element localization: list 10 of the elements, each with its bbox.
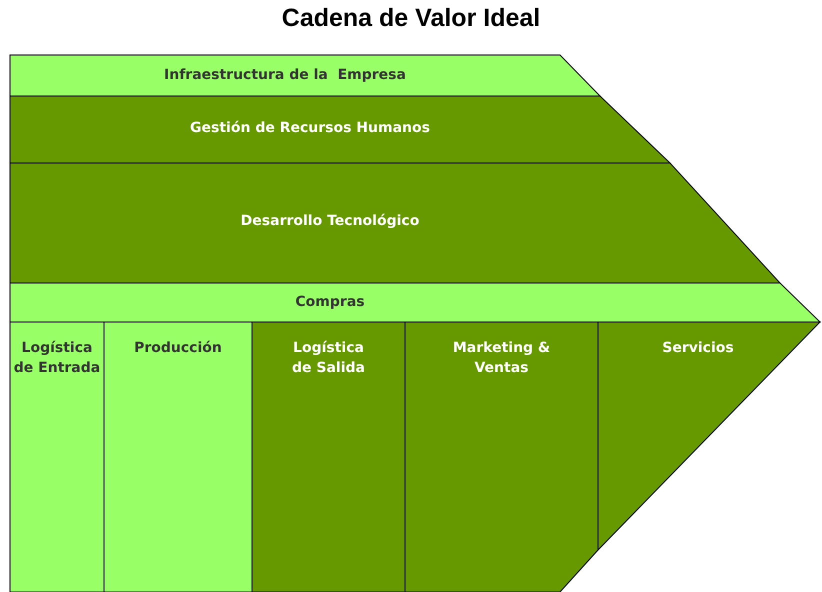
diagram-title: Cadena de Valor Ideal — [282, 4, 540, 33]
activity-label: Infraestructura de la Empresa — [164, 67, 406, 83]
activity-label: Servicios — [662, 340, 734, 356]
activity-label: Compras — [295, 294, 365, 310]
activity-label: Logística de Entrada — [14, 340, 100, 376]
activity-label: Marketing & Ventas — [452, 340, 552, 376]
activity-label: Desarrollo Tecnológico — [240, 213, 420, 229]
activity-label: Producción — [134, 340, 222, 356]
activity-label: Logística de Salida — [292, 340, 366, 376]
activity-label: Gestión de Recursos Humanos — [190, 120, 430, 136]
